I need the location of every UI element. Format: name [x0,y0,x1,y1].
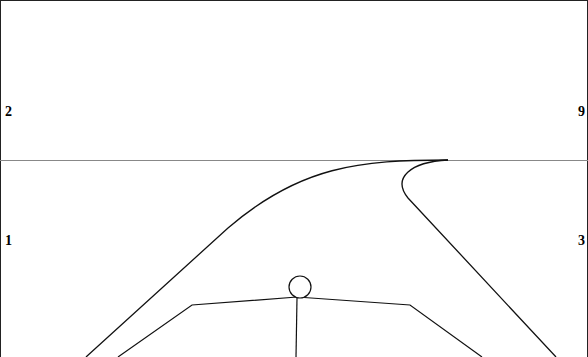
road-left-edge [86,160,448,357]
callout-number: 2 [5,104,12,120]
figure-head [289,276,311,298]
figure-body [296,298,297,357]
figure-arms [118,297,482,357]
callout-number: 3 [578,233,585,249]
callout-number: 1 [5,233,12,249]
road-right-edge [402,160,556,357]
horizon-line [0,160,588,161]
callout-number: 9 [578,104,585,120]
